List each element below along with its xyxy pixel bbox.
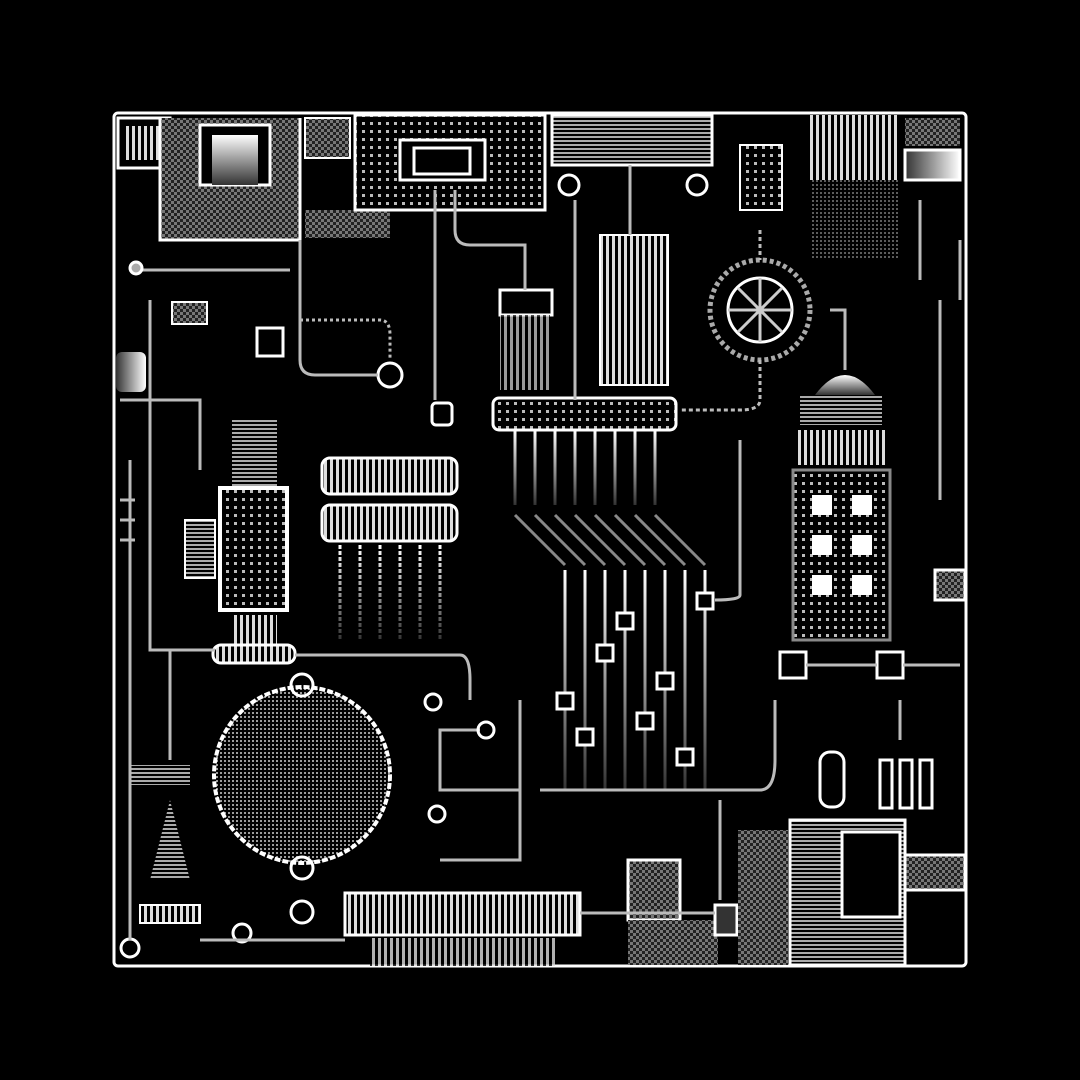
bottom-left-modules: [119, 765, 253, 959]
top-left-module: [116, 116, 390, 242]
circuit-traces: [120, 165, 962, 942]
gear-dial: [707, 257, 813, 363]
bottom-connector: [343, 830, 788, 966]
pads: [128, 260, 496, 824]
top-right-modules: [739, 115, 962, 260]
left-chip: [116, 301, 297, 665]
top-center-connector: [498, 113, 714, 390]
mesh-disc: [212, 672, 392, 925]
bottom-right-modules: [788, 568, 967, 967]
top-chip: [353, 113, 547, 212]
right-tower: [778, 375, 905, 680]
main-connector: [430, 396, 715, 790]
twin-connector: [320, 361, 459, 640]
